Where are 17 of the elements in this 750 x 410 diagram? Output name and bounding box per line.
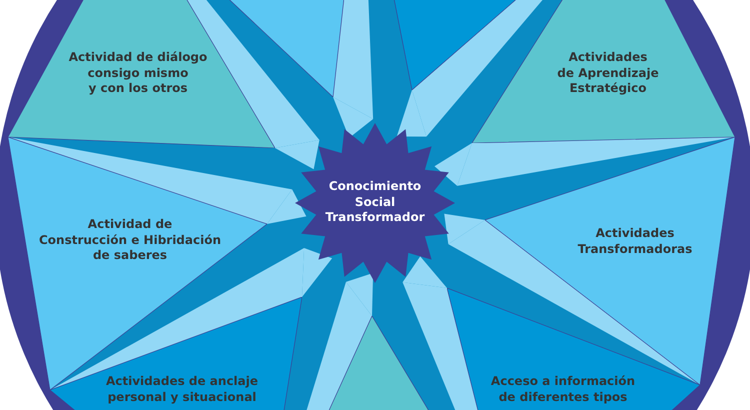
segment-label: Actividades Transformadoras <box>578 226 692 257</box>
triangle-segment <box>8 137 267 390</box>
segment-label: Actividad de Construcción e Hibridación de saberes <box>38 217 222 264</box>
segment-label: Acceso a información de diferentes tipos <box>490 374 636 405</box>
star-label: Conocimiento Social Transformador <box>325 179 425 226</box>
triangle-segment <box>229 0 344 97</box>
triangle-segment <box>329 316 429 410</box>
star-shape <box>295 123 455 283</box>
segment-label: Actividad de diálogo consigo mismo y con los otros <box>68 50 208 96</box>
triangle-segment <box>8 0 275 148</box>
segment-label: Actividades de anclaje personal y situacional <box>106 374 258 405</box>
triangle-segment <box>472 0 735 143</box>
segment-label: Actividades de Aprendizaje Estratégico <box>557 50 659 96</box>
triangle-segment <box>447 288 700 410</box>
triangle-segment <box>485 137 735 385</box>
triangle-segment <box>394 0 516 90</box>
triangle-segment <box>50 297 302 410</box>
